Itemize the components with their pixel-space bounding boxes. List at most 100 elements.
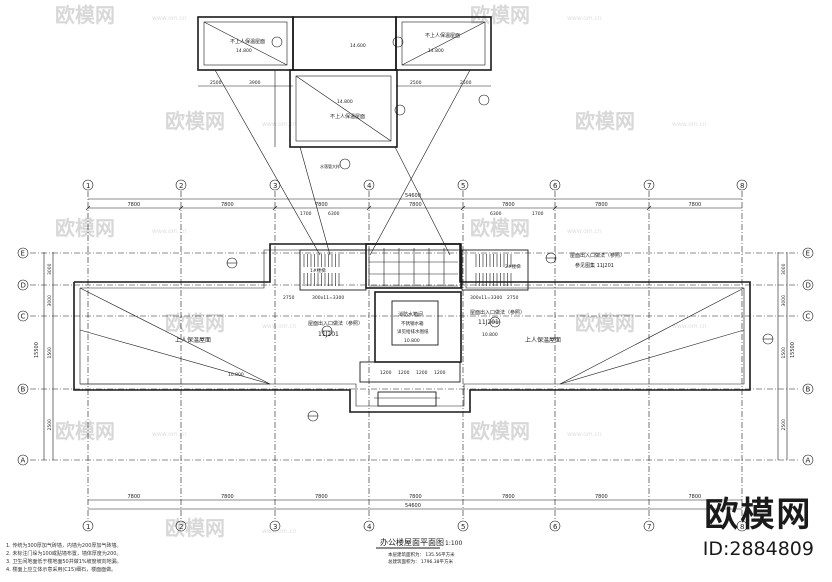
dimension-chains: 54600 54600 15500 15500 xyxy=(34,193,796,510)
row-dim-left: 1500 xyxy=(47,347,53,359)
lobby-dim-2: 1200 xyxy=(398,370,410,376)
row-dim-right: 1500 xyxy=(781,347,787,359)
sheet-title-text: 办公楼屋面平面图 xyxy=(380,537,444,547)
tank-elev: 10.800 xyxy=(404,338,420,344)
axis-label-bottom: 7 xyxy=(647,523,651,531)
axis-label-bottom: 3 xyxy=(273,523,277,531)
axis-label-right: E xyxy=(806,250,810,258)
watermark-url: www.om.cn xyxy=(152,228,187,235)
axis-label-bottom: 6 xyxy=(553,523,558,531)
axis-label-right: C xyxy=(806,313,811,321)
note-4: 4. 楼面上应立体示意采用(C15)细石，楼面面做。 xyxy=(6,567,117,573)
local-dim-1: 1700 xyxy=(300,211,312,217)
bay-dim-top: 7800 xyxy=(689,202,702,208)
watermark-brand: 欧模网 xyxy=(470,419,530,443)
axis-bubble-left xyxy=(17,383,29,395)
axis-bubble-left xyxy=(17,279,29,291)
axis-bubble-right xyxy=(802,383,814,395)
bay-dim-bottom: 7800 xyxy=(315,494,328,500)
watermark-brand: 欧模网 xyxy=(55,3,115,27)
axis-label-right: D xyxy=(806,282,811,290)
drawing-notes: 1. 传统为300厚加气砖墙，内墙为200厚加气砖墙。 2. 未标注门垛为100… xyxy=(6,542,122,574)
axis-bubble-top xyxy=(736,179,748,191)
axis-label-bottom: 4 xyxy=(367,523,372,531)
bay-dim-bottom: 7800 xyxy=(689,494,702,500)
row-dim-left: 2500 xyxy=(47,419,53,431)
elev-mid: 14.600 xyxy=(350,43,366,49)
bay-dim-top: 7800 xyxy=(502,202,515,208)
total-row-dim-right: 15500 xyxy=(790,342,796,358)
bay-dim-top: 7800 xyxy=(409,202,422,208)
axis-label-left: B xyxy=(21,386,26,394)
watermark-url: www.om.cn xyxy=(672,323,707,330)
axis-label-bottom: 8 xyxy=(740,523,744,531)
watermark-brand: 欧模网 xyxy=(165,109,225,133)
sheet-title: 办公楼屋面平面图 1:100 本层建筑面积为： 135.56平方米 总建筑面积为… xyxy=(376,537,462,565)
watermark-brand: 欧模网 xyxy=(470,216,530,240)
watermark-brand: 欧模网 xyxy=(165,311,225,335)
axis-bubble-left xyxy=(17,247,29,259)
tank-sub2: 详见给排水图纸 xyxy=(397,328,429,335)
axis-label-left: E xyxy=(21,250,25,258)
top-roof-labels: 不上人保温屋面 不上人保温屋面 不上人保温屋面 14.800 14.600 14… xyxy=(210,32,472,169)
axis-label-top: 1 xyxy=(86,182,90,190)
watermark-brand: 欧模网 xyxy=(165,516,225,540)
watermark-url: www.om.cn xyxy=(567,228,602,235)
axis-bubble-bottom xyxy=(736,520,748,532)
bay-dim-bottom: 7800 xyxy=(502,494,515,500)
ref-right: 11J201 xyxy=(478,319,499,326)
overall-dim-top: 54600 xyxy=(405,193,421,199)
watermark-url: www.om.cn xyxy=(152,431,187,438)
axis-label-top: 8 xyxy=(740,182,744,190)
top-roof-plan xyxy=(197,16,492,256)
roof-left-label: 上人保温屋面 xyxy=(175,336,211,344)
row-dim-left: 3000 xyxy=(47,295,53,307)
brand-watermark-box: 欧模网 ID:2884809 xyxy=(703,487,814,560)
axis-label-top: 6 xyxy=(553,182,558,190)
elev-center: 14.800 xyxy=(337,99,353,105)
axis-label-top: 5 xyxy=(461,182,465,190)
watermark-brand: 欧模网 xyxy=(55,419,115,443)
local-dim-2: 6300 xyxy=(328,211,340,217)
bay-dim-bottom: 7800 xyxy=(221,494,234,500)
watermark-url: www.om.cn xyxy=(262,323,297,330)
note-1: 1. 传统为300厚加气砖墙，内墙为200厚加气砖墙。 xyxy=(6,543,122,549)
axis-bubble-left xyxy=(17,310,29,322)
axis-label-top: 3 xyxy=(273,182,277,190)
callouts xyxy=(226,252,774,422)
axis-label-top: 4 xyxy=(367,182,372,190)
row-dim-right: 3000 xyxy=(781,295,787,307)
watermark-brand: 欧模网 xyxy=(55,216,115,240)
bay-dim-top: 7800 xyxy=(221,202,234,208)
axis-bubble-right xyxy=(802,310,814,322)
axis-bubble-top xyxy=(269,179,281,191)
total-row-dim-left: 15500 xyxy=(34,342,40,358)
brand-logo: 欧模网 xyxy=(704,495,813,535)
bay-dim-top: 7800 xyxy=(595,202,608,208)
top-dim-2: 3900 xyxy=(249,80,261,86)
note-2: 2. 未标注门垛为100或贴墙布置，墙体厚度为200。 xyxy=(6,551,122,557)
axis-bubble-top xyxy=(82,179,94,191)
row-dim-right: 3000 xyxy=(781,263,787,275)
main-roof-outline xyxy=(73,243,751,413)
axis-label-top: 7 xyxy=(647,182,651,190)
axis-bubble-bottom xyxy=(175,520,187,532)
ref-top-right: 参见图集 11J201 xyxy=(575,262,614,269)
axis-label-right: B xyxy=(806,386,811,394)
top-dim-4: 2500 xyxy=(460,80,472,86)
row-dim-right: 2500 xyxy=(781,419,787,431)
watermark-brand: 欧模网 xyxy=(575,311,635,335)
entry-top-right: 屋面出入口做法（参照） xyxy=(570,252,625,259)
top-dim-1: 2500 xyxy=(210,80,222,86)
bay-dim-bottom: 7800 xyxy=(128,494,141,500)
watermark-url: www.om.cn xyxy=(262,121,297,128)
axis-bubble-top xyxy=(175,179,187,191)
lobby-dim-4: 1200 xyxy=(434,370,446,376)
axis-bubble-bottom xyxy=(457,520,469,532)
axis-bubble-bottom xyxy=(363,520,375,532)
axis-bubble-right xyxy=(802,247,814,259)
watermark-layer: 欧模网 www.om.cn 欧模网 www.om.cn 欧模网 www.om.cn 欧模网 w… xyxy=(55,3,707,540)
watermark-url: www.om.cn xyxy=(567,431,602,438)
bay-dim-bottom: 7800 xyxy=(409,494,422,500)
stair-dim-right-2: 2750 xyxy=(507,295,519,301)
